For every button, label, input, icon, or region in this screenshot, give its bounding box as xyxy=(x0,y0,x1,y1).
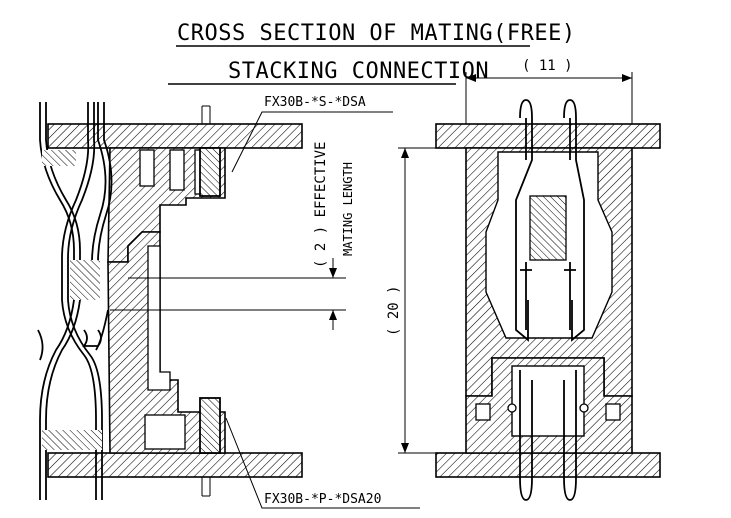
title-line-1: CROSS SECTION OF MATING(FREE) xyxy=(177,21,576,46)
left-plug-cavity xyxy=(144,414,186,450)
title-block: CROSS SECTION OF MATING(FREE) STACKING C… xyxy=(168,21,576,85)
left-bottom-board xyxy=(47,452,303,478)
width-dimension: ( 11 ) xyxy=(465,58,633,124)
effective-dimension-caption: MATING LENGTH xyxy=(341,162,355,256)
right-top-board xyxy=(435,123,661,149)
right-plug-left-notch xyxy=(475,403,491,421)
title-line-2: STACKING CONNECTION xyxy=(228,59,489,84)
left-contact-bundle xyxy=(37,102,113,500)
left-plug-guide xyxy=(147,245,171,391)
effective-dimension-value: ( 2 ) EFFECTIVE xyxy=(313,142,329,268)
left-contact-fill-3 xyxy=(42,430,102,450)
right-contact-block xyxy=(529,195,567,261)
left-section-view: FX30B-*S-*DSA FX30B-*P-*DSA20 ( 2 ) EFFE… xyxy=(37,95,420,509)
left-top-board xyxy=(47,123,303,149)
left-plug-holddown xyxy=(199,397,221,454)
socket-part-label: FX30B-*S-*DSA xyxy=(264,95,366,110)
right-plug-right-notch xyxy=(605,403,621,421)
effective-mating-dimension: ( 2 ) EFFECTIVE MATING LENGTH xyxy=(110,142,355,330)
height-dimension-value: ( 20 ) xyxy=(386,285,402,336)
height-dimension: ( 20 ) xyxy=(386,147,466,454)
left-contact-fill-1 xyxy=(42,150,76,166)
right-plug-cavity xyxy=(511,365,585,437)
left-socket-slot-1 xyxy=(139,149,155,187)
left-contact-fill-2 xyxy=(70,260,100,300)
right-contacts xyxy=(515,99,585,501)
plug-part-leader xyxy=(225,417,420,509)
right-plug-contact-left xyxy=(507,403,517,413)
right-section-view: ( 11 ) ( 20 ) xyxy=(386,58,661,501)
right-bottom-board xyxy=(435,452,661,478)
plug-part-label: FX30B-*P-*DSA20 xyxy=(264,492,381,507)
right-plug-contact-right xyxy=(579,403,589,413)
socket-part-leader xyxy=(231,111,393,173)
left-socket-slot-2 xyxy=(169,149,185,191)
width-dimension-value: ( 11 ) xyxy=(522,58,573,74)
left-socket-holddown xyxy=(199,147,221,197)
